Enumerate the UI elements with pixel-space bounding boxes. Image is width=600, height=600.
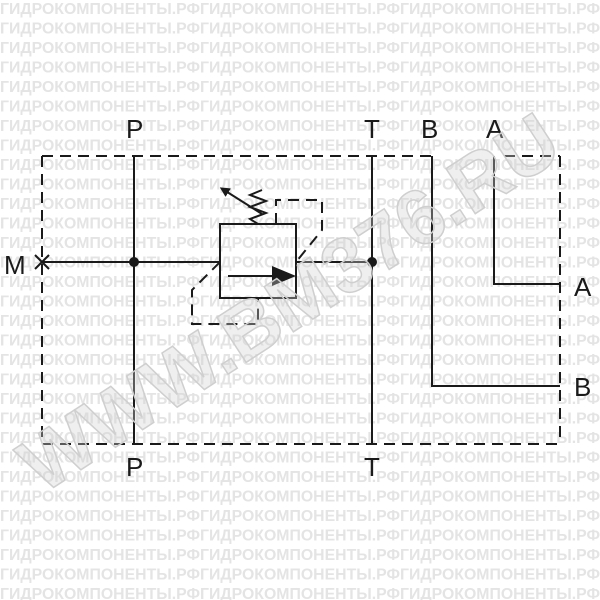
spring-adjust-arrow-icon [219, 187, 263, 215]
watermark-row: ГИДРОКОМПОНЕНТЫ.РФГИДРОКОМПОНЕНТЫ.РФГИДР… [0, 216, 600, 233]
watermark-row: ГИДРОКОМПОНЕНТЫ.РФГИДРОКОМПОНЕНТЫ.РФГИДР… [0, 1, 600, 18]
port-a-top-label: A [486, 114, 504, 144]
watermark-row: ГИДРОКОМПОНЕНТЫ.РФГИДРОКОМПОНЕНТЫ.РФГИДР… [0, 567, 600, 584]
pilot-line-top [275, 199, 323, 263]
port-t-top-label: T [364, 114, 380, 144]
port-p-bottom-label: P [126, 452, 143, 482]
watermark-row: ГИДРОКОМПОНЕНТЫ.РФГИДРОКОМПОНЕНТЫ.РФГИДР… [0, 372, 600, 389]
pilot-line-bottom [191, 261, 259, 325]
watermark-row: ГИДРОКОМПОНЕНТЫ.РФГИДРОКОМПОНЕНТЫ.РФГИДР… [0, 450, 600, 467]
watermark-row: ГИДРОКОМПОНЕНТЫ.РФГИДРОКОМПОНЕНТЫ.РФГИДР… [0, 411, 600, 428]
port-t-bottom-label: T [364, 452, 380, 482]
watermark-row: ГИДРОКОМПОНЕНТЫ.РФГИДРОКОМПОНЕНТЫ.РФГИДР… [0, 352, 600, 369]
t-junction-dot [367, 257, 377, 267]
watermark-row: ГИДРОКОМПОНЕНТЫ.РФГИДРОКОМПОНЕНТЫ.РФГИДР… [0, 313, 600, 330]
watermark-row: ГИДРОКОМПОНЕНТЫ.РФГИДРОКОМПОНЕНТЫ.РФГИДР… [0, 586, 600, 600]
a-passage [493, 156, 560, 285]
watermark-row: ГИДРОКОМПОНЕНТЫ.РФГИДРОКОМПОНЕНТЫ.РФГИДР… [0, 294, 600, 311]
watermark-row: ГИДРОКОМПОНЕНТЫ.РФГИДРОКОМПОНЕНТЫ.РФГИДР… [0, 489, 600, 506]
port-p-top-label: P [126, 114, 143, 144]
watermark-row: ГИДРОКОМПОНЕНТЫ.РФГИДРОКОМПОНЕНТЫ.РФГИДР… [0, 40, 600, 57]
watermark-row: ГИДРОКОМПОНЕНТЫ.РФГИДРОКОМПОНЕНТЫ.РФГИДР… [0, 99, 600, 116]
watermark-row: ГИДРОКОМПОНЕНТЫ.РФГИДРОКОМПОНЕНТЫ.РФГИДР… [0, 177, 600, 194]
watermark-row: ГИДРОКОМПОНЕНТЫ.РФГИДРОКОМПОНЕНТЫ.РФГИДР… [0, 508, 600, 525]
watermark-row: ГИДРОКОМПОНЕНТЫ.РФГИДРОКОМПОНЕНТЫ.РФГИДР… [0, 391, 600, 408]
watermark-row: ГИДРОКОМПОНЕНТЫ.РФГИДРОКОМПОНЕНТЫ.РФГИДР… [0, 21, 600, 38]
watermark-row: ГИДРОКОМПОНЕНТЫ.РФГИДРОКОМПОНЕНТЫ.РФГИДР… [0, 157, 600, 174]
b-passage [431, 156, 560, 387]
port-a-right-label: A [574, 272, 592, 302]
watermark-row: ГИДРОКОМПОНЕНТЫ.РФГИДРОКОМПОНЕНТЫ.РФГИДР… [0, 469, 600, 486]
m-port-cross-icon [34, 254, 50, 270]
valve-flow-arrow-icon [272, 266, 296, 286]
port-m-left-label: M [4, 250, 26, 280]
watermark-row: ГИДРОКОМПОНЕНТЫ.РФГИДРОКОМПОНЕНТЫ.РФГИДР… [0, 235, 600, 252]
watermark-row: ГИДРОКОМПОНЕНТЫ.РФГИДРОКОМПОНЕНТЫ.РФГИДР… [0, 60, 600, 77]
port-b-right-label: B [574, 372, 591, 402]
watermark-row: ГИДРОКОМПОНЕНТЫ.РФГИДРОКОМПОНЕНТЫ.РФГИДР… [0, 196, 600, 213]
watermark-row: ГИДРОКОМПОНЕНТЫ.РФГИДРОКОМПОНЕНТЫ.РФГИДР… [0, 79, 600, 96]
watermark-row: ГИДРОКОМПОНЕНТЫ.РФГИДРОКОМПОНЕНТЫ.РФГИДР… [0, 118, 600, 135]
p-junction-dot [129, 257, 139, 267]
watermark-row: ГИДРОКОМПОНЕНТЫ.РФГИДРОКОМПОНЕНТЫ.РФГИДР… [0, 430, 600, 447]
watermark-row: ГИДРОКОМПОНЕНТЫ.РФГИДРОКОМПОНЕНТЫ.РФГИДР… [0, 528, 600, 545]
watermark-row: ГИДРОКОМПОНЕНТЫ.РФГИДРОКОМПОНЕНТЫ.РФГИДР… [0, 547, 600, 564]
watermark-row: ГИДРОКОМПОНЕНТЫ.РФГИДРОКОМПОНЕНТЫ.РФГИДР… [0, 138, 600, 155]
port-b-top-label: B [421, 114, 438, 144]
watermark-row: ГИДРОКОМПОНЕНТЫ.РФГИДРОКОМПОНЕНТЫ.РФГИДР… [0, 274, 600, 291]
watermark-row: ГИДРОКОМПОНЕНТЫ.РФГИДРОКОМПОНЕНТЫ.РФГИДР… [0, 333, 600, 350]
